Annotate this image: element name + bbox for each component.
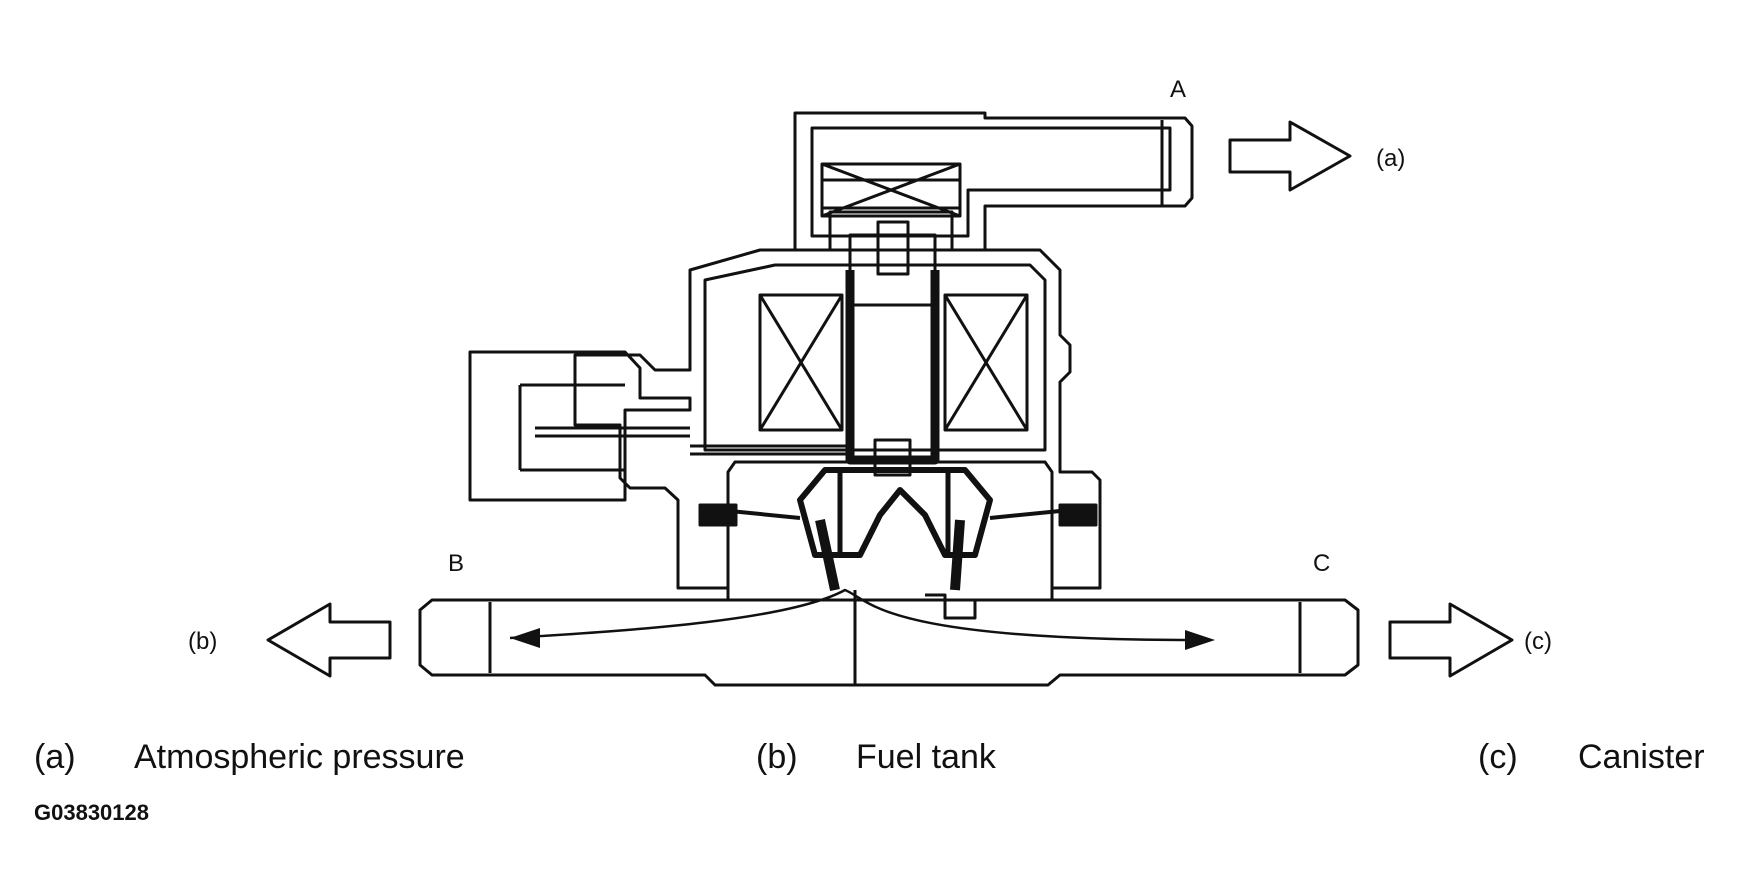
flow-tube [418,588,1360,687]
plunger [845,220,940,477]
arrow-label-a: (a) [1376,145,1406,172]
arrow-a [1228,120,1352,192]
legend-label-b: Fuel tank [856,738,996,776]
diaphragm-assembly [698,467,1098,592]
port-label-b: B [448,550,465,577]
solenoid-housing [573,248,1102,590]
arrow-label-c: (c) [1524,628,1552,655]
arrow-c [1388,602,1514,678]
legend-key-b: (b) [756,738,798,776]
port-label-c: C [1313,550,1331,577]
port-a-nipple [793,111,1194,252]
port-label-a: A [1170,76,1187,103]
legend-label-c: Canister [1578,738,1705,776]
electrical-connector [468,350,850,502]
flow-arrows [509,588,1215,650]
legend-key-a: (a) [34,738,76,776]
arrow-label-b: (b) [188,628,218,655]
legend-key-c: (c) [1478,738,1518,776]
legend-label-a: Atmospheric pressure [134,738,465,776]
figure-code: G03830128 [34,800,149,825]
arrow-b [266,602,392,678]
